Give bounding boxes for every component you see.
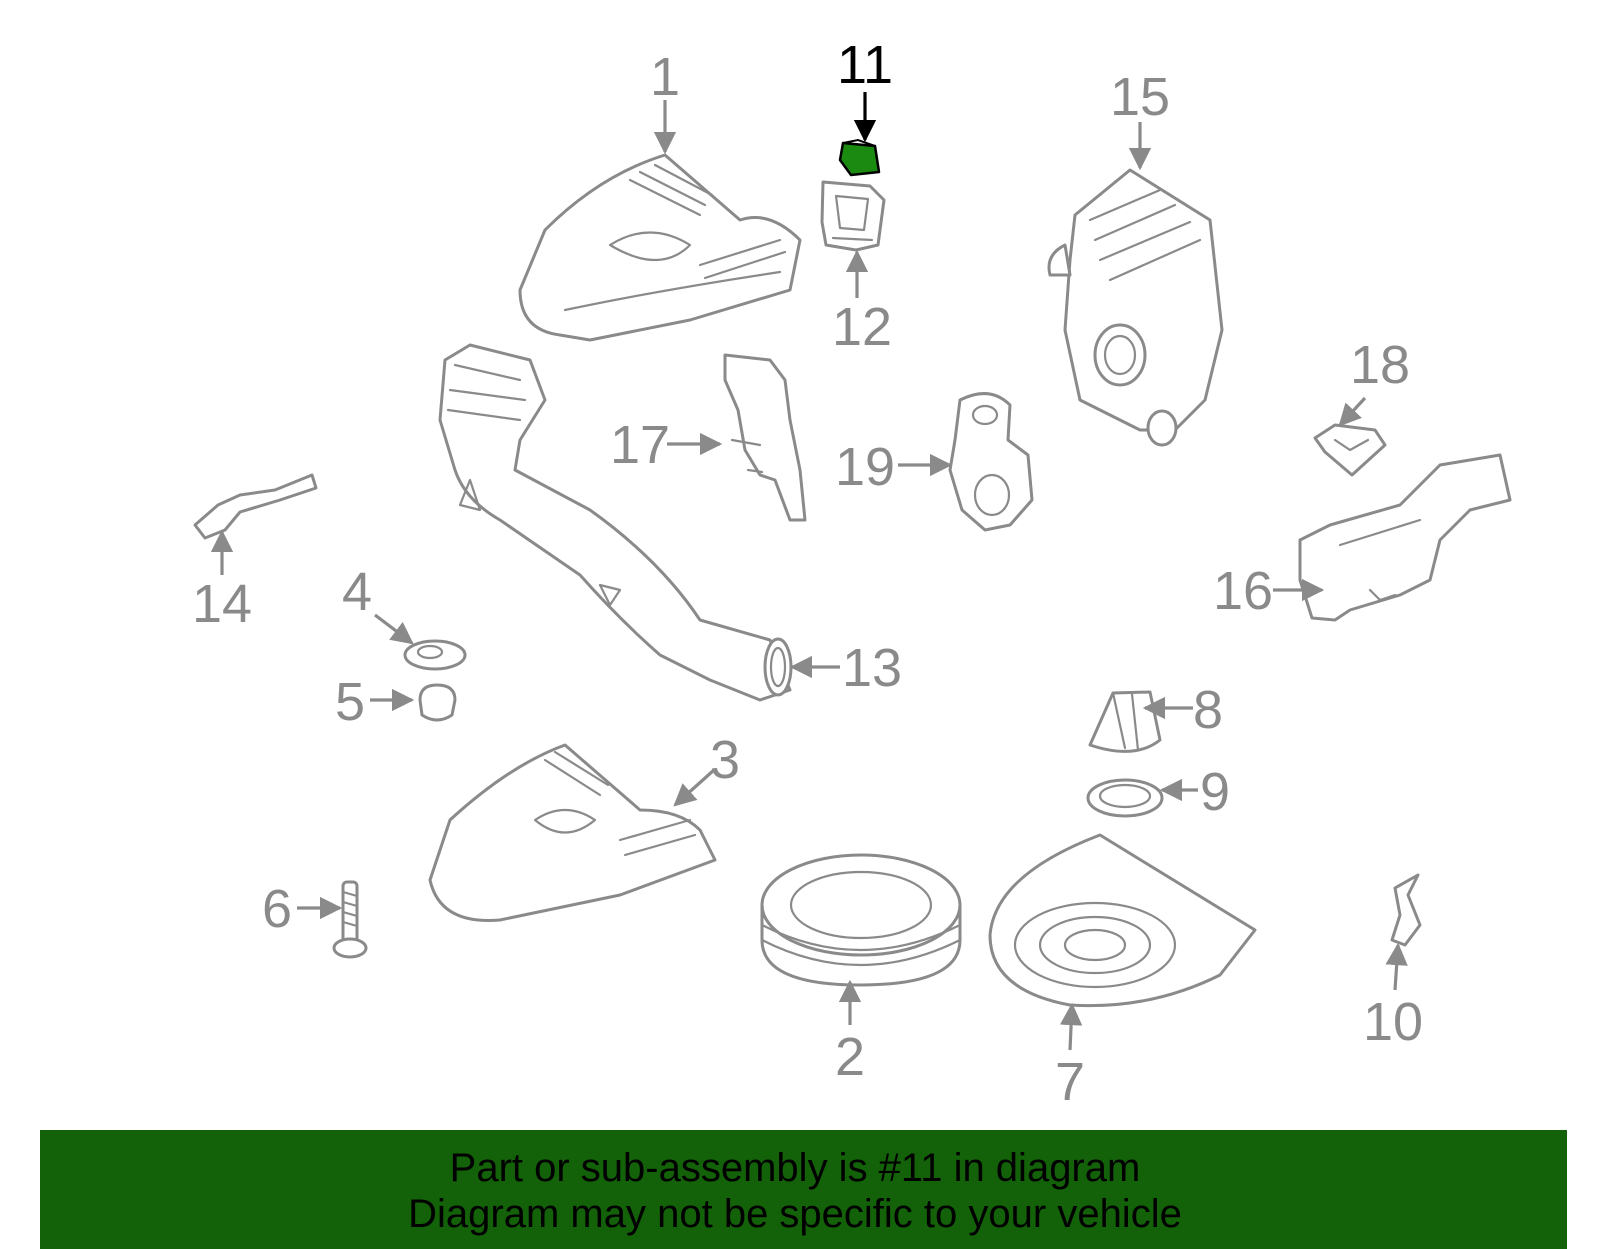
callout-10: 10: [1363, 992, 1423, 1052]
part-17-bracket: [723, 353, 807, 522]
callout-14: 14: [192, 574, 252, 634]
callout-8: 8: [1193, 680, 1223, 740]
part-13-intake-duct: [438, 343, 793, 702]
part-11-clip: [838, 138, 881, 177]
info-banner: Part or sub-assembly is #11 in diagram D…: [40, 1130, 1567, 1249]
part-14-bracket: [193, 473, 318, 540]
callout-1: 1: [650, 47, 680, 107]
callout-17: 17: [610, 415, 670, 475]
banner-part-line: Part or sub-assembly is #11 in diagram: [449, 1146, 1141, 1190]
callout-15: 15: [1110, 67, 1170, 127]
callout-9: 9: [1200, 762, 1230, 822]
part-15-air-box: [1047, 168, 1224, 447]
part-18-bracket: [1313, 423, 1387, 477]
part-5-bushing: [418, 683, 457, 722]
part-4-grommet: [403, 639, 467, 671]
parts-diagram: 1 11 15 12 18 17 19 14 16 4 13 5 8 3 9 6…: [192, 35, 1512, 1112]
part-6-bolt: [332, 880, 368, 959]
callout-16: 16: [1213, 561, 1273, 621]
part-7-lower-housing: [988, 833, 1257, 1008]
callout-19: 19: [835, 437, 895, 497]
part-12-bracket: [820, 180, 886, 252]
callout-7: 7: [1055, 1052, 1085, 1112]
part-8-cone: [1088, 690, 1162, 753]
part-1-upper-cover: [518, 153, 802, 342]
part-3-lower-cover: [428, 743, 717, 922]
callout-4: 4: [342, 562, 372, 622]
callout-13: 13: [842, 638, 902, 698]
part-9-seal-ring: [1086, 778, 1164, 818]
callout-11: 11: [837, 35, 893, 95]
part-10-clip: [1390, 873, 1422, 947]
banner-disclaimer-line: Diagram may not be specific to your vehi…: [408, 1192, 1182, 1236]
callout-2: 2: [835, 1027, 865, 1087]
part-16-bracket: [1298, 453, 1512, 622]
part-2-filter: [760, 853, 962, 987]
callout-labels: 1 11 15 12 18 17 19 14 16 4 13 5 8 3 9 6…: [192, 35, 1423, 1112]
callout-18: 18: [1350, 335, 1410, 395]
leader-arrows: [210, 92, 1408, 1051]
callout-3: 3: [710, 730, 740, 790]
part-19-elbow: [948, 392, 1034, 532]
callout-6: 6: [262, 879, 292, 939]
callout-5: 5: [335, 672, 365, 732]
callout-12: 12: [832, 297, 892, 357]
